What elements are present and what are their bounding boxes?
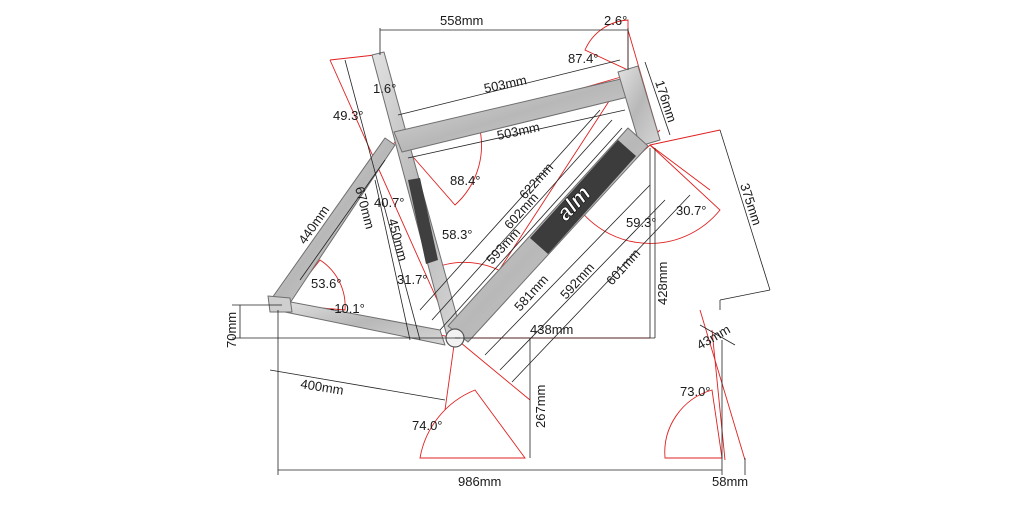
label-top-tube-upper: 503mm [483, 72, 529, 96]
label-seat-tube-length: 450mm [385, 217, 411, 263]
dimension-lines [232, 28, 771, 475]
label-bb-to-head: 438mm [530, 322, 573, 337]
label-reach-592: 592mm [557, 260, 597, 302]
label-seat-top-angle: 88.4° [450, 173, 481, 188]
label-seat-offset-angle: 1.6° [373, 81, 396, 96]
label-seat-stay-angle: 49.3° [333, 108, 364, 123]
label-dropout-angle: -10.1° [330, 301, 365, 316]
label-bb-height: 267mm [533, 385, 548, 428]
label-seat-tube-angle-inner: 40.7° [374, 195, 405, 210]
frame: alm [267, 51, 661, 348]
head-angle-arc [664, 389, 723, 459]
label-head-angle-offset: 2.6° [604, 13, 627, 28]
label-bb-angle: 31.7° [397, 272, 428, 287]
label-reach-601: 601mm [603, 246, 643, 288]
seat-tube-dark-section [408, 178, 438, 264]
label-chainstay-angle: 53.6° [311, 276, 342, 291]
seat-angle-arc [419, 389, 526, 459]
label-head-down-angle: 59.3° [626, 215, 657, 230]
head-top-arc [584, 19, 629, 71]
label-top-tube-horizontal: 558mm [440, 13, 483, 28]
label-chainstay-length: 400mm [300, 376, 345, 398]
dropout-arc [284, 259, 346, 311]
seat-top-arc [399, 129, 482, 206]
label-head-tube-length: 176mm [652, 78, 680, 124]
label-fork-length: 375mm [737, 181, 765, 227]
head-tube [617, 65, 661, 147]
label-stack: 428mm [655, 262, 670, 305]
label-down-tube-angle: 58.3° [442, 227, 473, 242]
label-head-angle: 73.0° [680, 384, 711, 399]
label-trail: 58mm [712, 474, 748, 489]
label-bb-drop: 70mm [224, 312, 239, 348]
label-fork-angle: 30.7° [676, 203, 707, 218]
label-head-tube-angle-top: 87.4° [568, 51, 599, 66]
label-wheelbase: 986mm [458, 474, 501, 489]
down-tube-dark-section [530, 140, 636, 254]
label-seat-angle: 74.0° [412, 418, 443, 433]
dropout [267, 295, 293, 313]
